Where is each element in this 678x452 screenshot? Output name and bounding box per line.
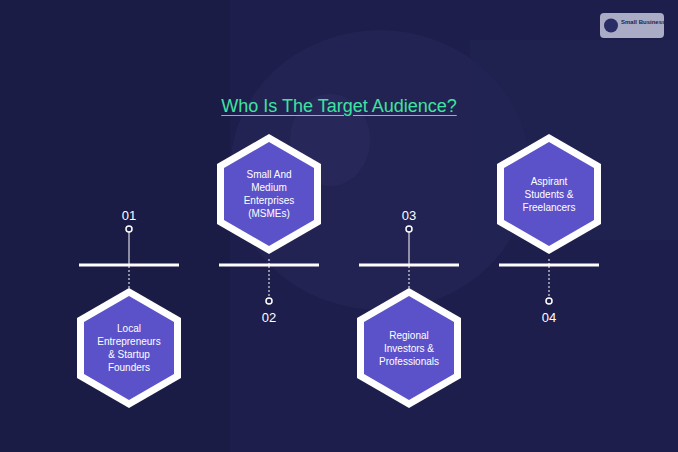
hexagon-fill bbox=[364, 296, 454, 400]
hexagon-node: Aspirant Students & Freelancers bbox=[497, 134, 601, 254]
hexagon-node: Local Entrepreneurs & Startup Founders bbox=[77, 288, 181, 408]
logo-mark bbox=[604, 19, 618, 33]
hexagon-fill bbox=[84, 296, 174, 400]
callout-number: 04 bbox=[529, 310, 569, 325]
node-label: Local Entrepreneurs & Startup Founders bbox=[93, 322, 165, 374]
hexagon-outline bbox=[217, 134, 321, 254]
node-text-holder: Small And Medium Enterprises (MSMEs) bbox=[233, 134, 305, 254]
node-text-holder: Regional Investors & Professionals bbox=[373, 288, 445, 408]
leader-dots bbox=[126, 226, 552, 304]
hexagon-border bbox=[217, 134, 321, 254]
hexagon-outline bbox=[77, 288, 181, 408]
node-label: Aspirant Students & Freelancers bbox=[513, 175, 585, 214]
hexagon-border bbox=[497, 134, 601, 254]
callout-number: 03 bbox=[389, 208, 429, 223]
leader-lines bbox=[129, 232, 549, 298]
callout-number: 01 bbox=[109, 208, 149, 223]
hexagon-border bbox=[357, 288, 461, 408]
hexagon-border bbox=[77, 288, 181, 408]
node-label: Regional Investors & Professionals bbox=[373, 329, 445, 368]
hexagon-node: Regional Investors & Professionals bbox=[357, 288, 461, 408]
hexagon-node: Small And Medium Enterprises (MSMEs) bbox=[217, 134, 321, 254]
hexagon-fill bbox=[224, 142, 314, 246]
hexagon-fill bbox=[504, 142, 594, 246]
callout-number: 02 bbox=[249, 310, 289, 325]
node-label: Small And Medium Enterprises (MSMEs) bbox=[233, 168, 305, 220]
diagram-title: Who Is The Target Audience? bbox=[0, 96, 678, 117]
baseline-segments bbox=[79, 264, 599, 267]
logo-text: Small Business bbox=[621, 19, 665, 25]
node-text-holder: Local Entrepreneurs & Startup Founders bbox=[93, 288, 165, 408]
logo-badge bbox=[600, 13, 664, 38]
node-text-holder: Aspirant Students & Freelancers bbox=[513, 134, 585, 254]
